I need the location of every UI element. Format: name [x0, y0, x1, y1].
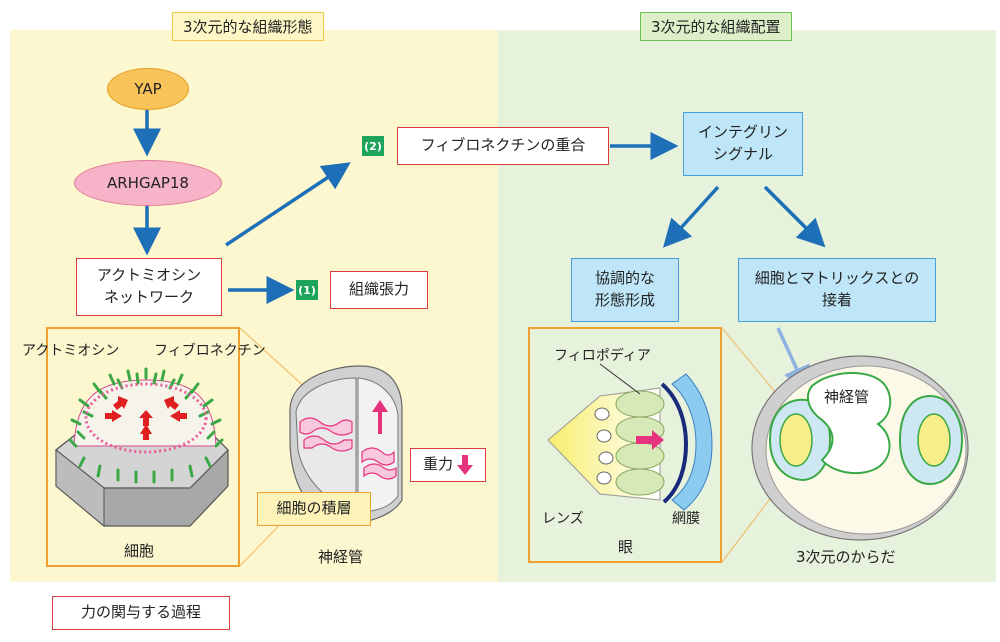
label-cell: 細胞 — [124, 542, 155, 560]
gravity-label: 重力 — [422, 455, 453, 474]
coordinated-morphogenesis-box: 協調的な形態形成 — [571, 258, 679, 322]
process-number-1: (1) — [296, 280, 318, 300]
cell-stacking-box: 細胞の積層 — [257, 492, 371, 526]
arrow-to-coordinated — [662, 185, 720, 248]
arrow-to-fibronectin — [225, 162, 351, 247]
label-filopodia: フィロポディア — [554, 348, 651, 364]
label-lens: レンズ — [542, 511, 584, 527]
header-tissue-arrangement: 3次元的な組織配置 — [640, 12, 792, 41]
fibronectin-polymerization-box: フィブロネクチンの重合 — [397, 127, 609, 165]
header-tissue-morphology: 3次元的な組織形態 — [172, 12, 324, 41]
label-neural-tube-body: 神経管 — [824, 388, 870, 406]
legend-force-process: 力の関与する過程 — [52, 596, 230, 630]
label-neural-tube: 神経管 — [318, 548, 364, 566]
label-eye: 眼 — [618, 538, 634, 556]
process-number-2: (2) — [362, 136, 384, 156]
actomyosin-network-box: アクトミオシンネットワーク — [76, 258, 222, 316]
label-fibronectin: フィブロネクチン — [154, 343, 266, 359]
gravity-down-icon — [457, 455, 473, 475]
yap-node: YAP — [107, 68, 189, 110]
gravity-box: 重力 — [410, 448, 486, 482]
cell-illustration-frame — [46, 327, 240, 567]
eye-illustration-frame — [528, 327, 722, 563]
label-retina: 網膜 — [672, 511, 700, 527]
integrin-signal-box: インテグリンシグナル — [683, 112, 803, 176]
arrow-to-adhesion — [763, 185, 826, 248]
label-actomyosin: アクトミオシン — [22, 343, 120, 359]
label-3d-body: 3次元のからだ — [796, 548, 896, 566]
tissue-tension-box: 組織張力 — [330, 271, 428, 309]
cell-matrix-adhesion-box: 細胞とマトリックスとの接着 — [738, 258, 936, 322]
arhgap18-node: ARHGAP18 — [74, 160, 222, 206]
